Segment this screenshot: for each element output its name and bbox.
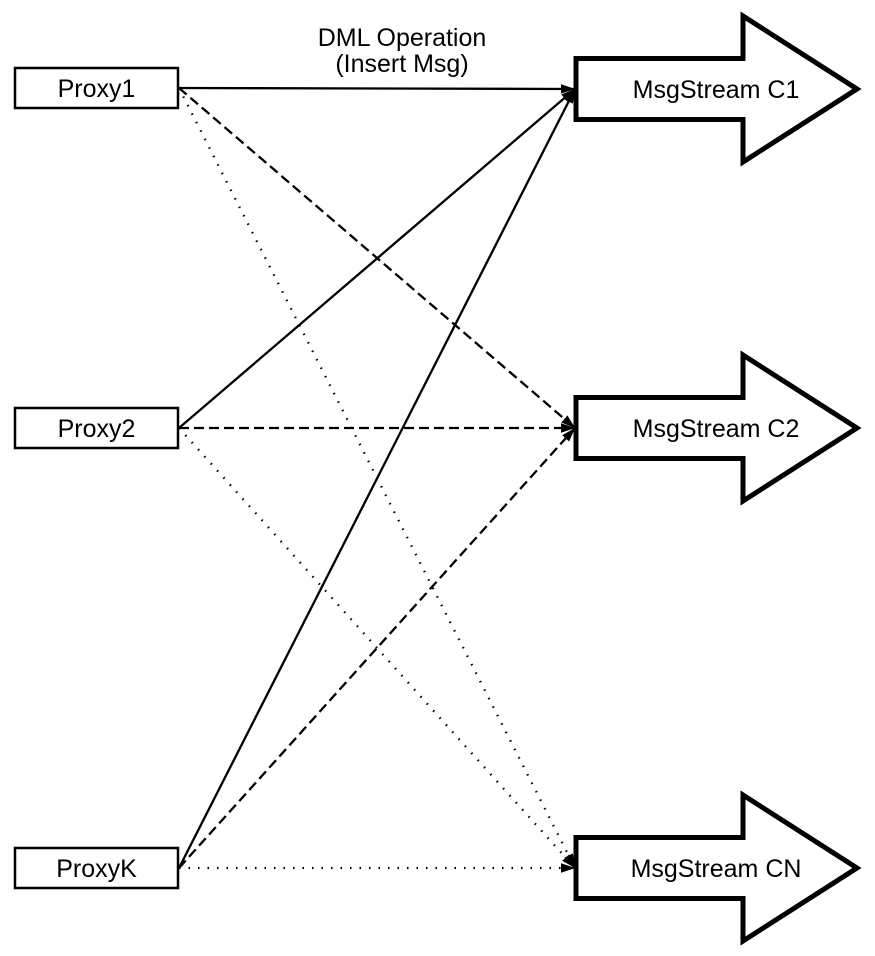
msgstream-cn-label: MsgStream CN [631,855,802,883]
dml-operation-label-line2: (Insert Msg) [335,50,468,78]
block-arrow-icon [573,350,862,506]
dml-operation-label-line1: DML Operation [318,24,487,52]
edges-layer [177,84,577,873]
proxy1-box [13,66,180,110]
block-arrow-icon [573,790,862,946]
proxyk-label: ProxyK [56,855,137,883]
msgstream-c1-label: MsgStream C1 [633,76,800,104]
edge-proxy2-cn-dotted [178,427,576,869]
node-proxy1: Proxy1 [13,66,180,110]
edge-proxy1-c1-solid [178,84,576,94]
proxy2-label: Proxy2 [58,415,136,443]
node-msgstream-c2: MsgStream C2 [573,350,862,506]
node-msgstream-cn: MsgStream CN [573,790,862,946]
node-msgstream-c1: MsgStream C1 [573,11,862,167]
proxy1-label: Proxy1 [58,75,136,103]
msgstream-c2-label: MsgStream C2 [633,415,800,443]
edge-proxy1-c2-dashed [178,87,576,429]
proxy2-box [13,406,180,450]
block-arrow-icon [573,11,862,167]
edge-proxyk-c2-dashed [178,427,576,869]
proxyk-box [13,846,180,890]
edge-label-dml-operation: DML Operation (Insert Msg) [318,24,487,78]
node-proxy2: Proxy2 [13,406,180,450]
node-proxyk: ProxyK [13,846,180,890]
edge-proxy1-cn-dotted [177,87,577,869]
